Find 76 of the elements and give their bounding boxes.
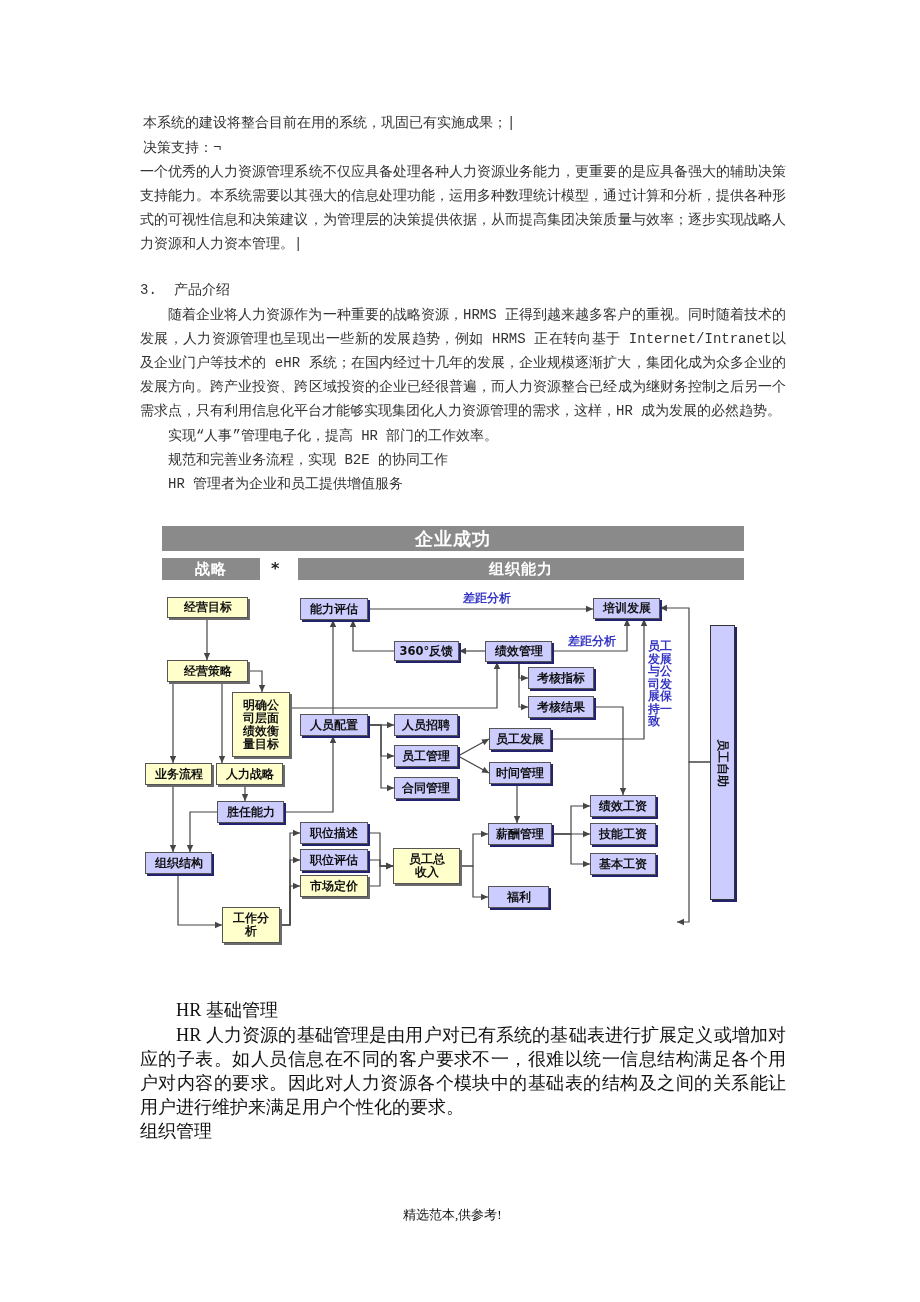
process-box: 技能工资 <box>590 823 656 845</box>
arrow <box>457 738 490 757</box>
process-box: 业务流程 <box>145 763 212 785</box>
title-band: 企业成功 <box>162 526 744 551</box>
process-box: 人力战略 <box>216 763 283 785</box>
arrow <box>457 755 490 774</box>
arrow <box>329 619 337 715</box>
process-box: 胜任能力 <box>217 801 284 823</box>
process-box: 组织结构 <box>145 852 212 874</box>
arrow <box>459 865 489 901</box>
process-box: 职位描述 <box>300 822 368 844</box>
vertical-bar: 员工自助 <box>710 625 735 900</box>
arrow <box>279 882 301 926</box>
header-band: 战略 <box>162 558 260 580</box>
process-box: 基本工资 <box>590 853 656 875</box>
paragraph: 规范和完善业务流程，实现 B2E 的协同工作 <box>168 451 448 470</box>
process-box: 员工管理 <box>394 745 458 767</box>
paragraph: 决策支持：¬ <box>143 139 222 158</box>
section-heading: 3. 产品介绍 <box>140 281 230 300</box>
symbol-label: * <box>271 560 280 578</box>
process-box: 经营策略 <box>167 660 248 682</box>
process-box: 工作分析 <box>222 907 280 943</box>
process-box: 员工发展 <box>489 728 551 750</box>
arrow <box>177 873 223 929</box>
process-box: 经营目标 <box>167 597 248 618</box>
section-heading: HR 基础管理 <box>176 999 278 1022</box>
arrow <box>367 605 594 613</box>
arrow <box>203 617 211 661</box>
process-box: 福利 <box>488 886 549 908</box>
process-box: 培训发展 <box>593 598 660 619</box>
arrow <box>593 706 627 796</box>
process-box: 绩效管理 <box>485 641 552 662</box>
edge-label: 员工发展与公司发展保持一致 <box>648 640 675 728</box>
arrow <box>289 661 501 709</box>
process-box: 薪酬管理 <box>488 823 552 845</box>
footer-note: 精选范本,供参考! <box>403 1207 502 1223</box>
arrow <box>551 833 591 868</box>
paragraph: HR 管理者为企业和员工提供增值服务 <box>168 475 404 494</box>
process-box: 员工总收入 <box>393 848 460 884</box>
process-box: 市场定价 <box>300 875 368 897</box>
process-box: 能力评估 <box>300 598 368 620</box>
arrow <box>186 811 218 853</box>
arrow <box>367 724 395 792</box>
process-box: 考核指标 <box>528 667 594 689</box>
arrow <box>676 761 711 926</box>
arrow <box>241 784 249 802</box>
process-box: 考核结果 <box>528 696 594 718</box>
arrow <box>169 784 177 853</box>
process-box: 合同管理 <box>394 777 458 799</box>
arrow <box>518 661 529 711</box>
process-box: 人员招聘 <box>394 714 458 736</box>
paragraph: 实现“人事”管理电子化，提高 HR 部门的工作效率。 <box>168 427 499 446</box>
process-box: 明确公司层面绩效衡量目标 <box>232 692 290 757</box>
process-box: 人员配置 <box>300 714 368 736</box>
arrow <box>218 681 226 764</box>
arrow <box>367 862 394 887</box>
process-box: 绩效工资 <box>590 795 656 817</box>
paragraph: HR 人力资源的基础管理是由用户对已有系统的基础表进行扩展定义或增加对应的子表。如人员信息在不同的客户要求不一，很难以统一信息结构满足各个用户对内容的要求。因此对人力资源各个模块中的基础表的结构及之间的关系能让用户进行维护来满足用户个性化的要求。 <box>140 1024 786 1119</box>
arrow <box>283 735 337 813</box>
arrow <box>550 618 648 740</box>
arrow <box>551 618 631 652</box>
section-heading: 组织管理 <box>140 1120 212 1143</box>
process-box: 职位评估 <box>300 849 368 871</box>
edge-label: 差距分析 <box>568 634 616 648</box>
paragraph: 一个优秀的人力资源管理系统不仅应具备处理各种人力资源业务能力，更重要的是应具备强大的辅助决策支持能力。本系统需要以其强大的信息处理功能，运用多种数理统计模型，通过计算和分析，提供各种形式的可视性信息和决策建议，为管理层的决策提供依据，从而提高集团决策质量与效率；逐步实现战略人力资源和人力资本管理。| <box>140 163 786 254</box>
arrow <box>247 670 266 693</box>
paragraph: 随着企业将人力资源作为一种重要的战略资源，HRMS 正得到越来越多客户的重视。同时随着技术的发展，人力资源管理也呈现出一些新的发展趋势，例如 HRMS 正在转向基于 Internet/Intranet以及企业门户等技术的 eHR 系统；在国内经过十几年的发展，企业规模逐渐扩大，集团化成为众多企业的发展方向。跨产业投资、跨区域投资的企业已经很普遍，而人力资源整合已经成为继财务控制之后另一个需求点，只有利用信息化平台才能够实现集团化人力资源管理的需求，这样，HR 成为发展的必然趋势。 <box>140 306 786 421</box>
arrow <box>458 647 486 655</box>
arrow <box>169 681 177 764</box>
arrow <box>349 619 395 652</box>
header-band: 组织能力 <box>298 558 744 580</box>
process-box: 360°反馈 <box>394 641 459 661</box>
process-box: 时间管理 <box>489 762 551 784</box>
paragraph: 本系统的建设将整合目前在用的系统，巩固已有实施成果；| <box>143 114 516 133</box>
edge-label: 差距分析 <box>463 591 511 605</box>
arrow <box>513 783 521 824</box>
